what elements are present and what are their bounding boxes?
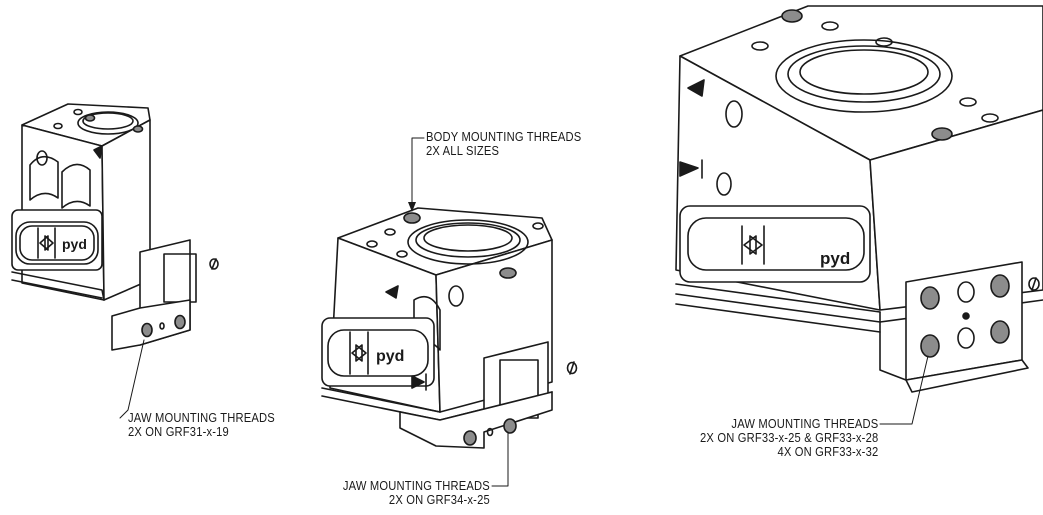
brand-mark: pyd — [820, 249, 850, 268]
small-gripper-jaw-slot — [11, 209, 103, 271]
orientation-icon — [411, 375, 425, 389]
callout-line: JAW MOUNTING THREADS — [128, 410, 275, 425]
leader-body-threads — [411, 137, 425, 211]
callout-line: JAW MOUNTING THREADS — [343, 478, 490, 493]
callout-line: JAW MOUNTING THREADS — [731, 416, 878, 431]
jaw-mounting-thread — [503, 418, 517, 434]
jaw-mounting-thread — [990, 320, 1010, 344]
body-mounting-thread — [781, 9, 803, 23]
callout-body-threads: BODY MOUNTING THREADS 2X ALL SIZES — [426, 130, 581, 158]
leader-jaw-grf33 — [879, 355, 929, 425]
orientation-icon — [385, 285, 399, 299]
orientation-icon — [93, 145, 103, 159]
callout-line: 4X ON GRF33-x-32 — [777, 444, 878, 459]
callout-line: 2X ON GRF34-x-25 — [389, 492, 490, 507]
callout-line: BODY MOUNTING THREADS — [426, 129, 582, 144]
orientation-icon — [687, 79, 705, 97]
large-gripper: pyd — [675, 5, 1043, 393]
callout-jaw-grf34: JAW MOUNTING THREADS 2X ON GRF34-x-25 — [343, 479, 490, 507]
jaw-mounting-thread — [141, 322, 153, 338]
leader-lines — [119, 137, 929, 487]
small-gripper-top-hole — [53, 122, 63, 130]
orientation-icon — [679, 161, 699, 177]
callout-line: 2X ALL SIZES — [426, 143, 500, 158]
small-gripper-label-plate — [19, 225, 95, 261]
small-gripper-top-bore — [77, 111, 139, 135]
medium-gripper-label-plate — [327, 329, 429, 377]
large-gripper-jaw-slot — [679, 205, 871, 283]
open-close-arrow-icon — [351, 344, 363, 362]
body-mounting-thread — [499, 267, 517, 279]
body-mounting-thread — [403, 212, 421, 224]
large-gripper-label-plate — [687, 217, 865, 271]
small-gripper: pyd — [11, 103, 219, 351]
jaw-mounting-thread — [463, 430, 477, 446]
jaw-mounting-thread — [920, 334, 940, 358]
medium-gripper: pyd — [321, 207, 578, 449]
callout-jaw-grf33: JAW MOUNTING THREADS 2X ON GRF33-x-25 & … — [700, 417, 878, 459]
large-gripper-right-face — [869, 109, 1043, 311]
jaw-mounting-thread — [174, 314, 186, 330]
brand-mark: pyd — [376, 348, 404, 365]
jaw-mounting-thread — [920, 286, 940, 310]
leader-jaw-grf34 — [491, 431, 509, 487]
callout-line: 2X ON GRF31-x-19 — [128, 424, 229, 439]
body-mounting-thread — [931, 127, 953, 141]
medium-gripper-top-bore — [407, 219, 529, 265]
small-gripper-top-hole — [73, 108, 83, 116]
callout-jaw-grf31: JAW MOUNTING THREADS 2X ON GRF31-x-19 — [128, 411, 275, 439]
brand-mark: pyd — [62, 236, 87, 252]
body-mounting-thread — [84, 114, 96, 122]
jaw-mounting-thread — [990, 274, 1010, 298]
large-gripper-top-bore — [775, 39, 953, 113]
callout-line: 2X ON GRF33-x-25 & GRF33-x-28 — [699, 430, 878, 445]
leader-jaw-grf31 — [119, 339, 145, 419]
body-mounting-thread — [132, 125, 144, 133]
open-close-arrow-icon — [39, 235, 49, 251]
